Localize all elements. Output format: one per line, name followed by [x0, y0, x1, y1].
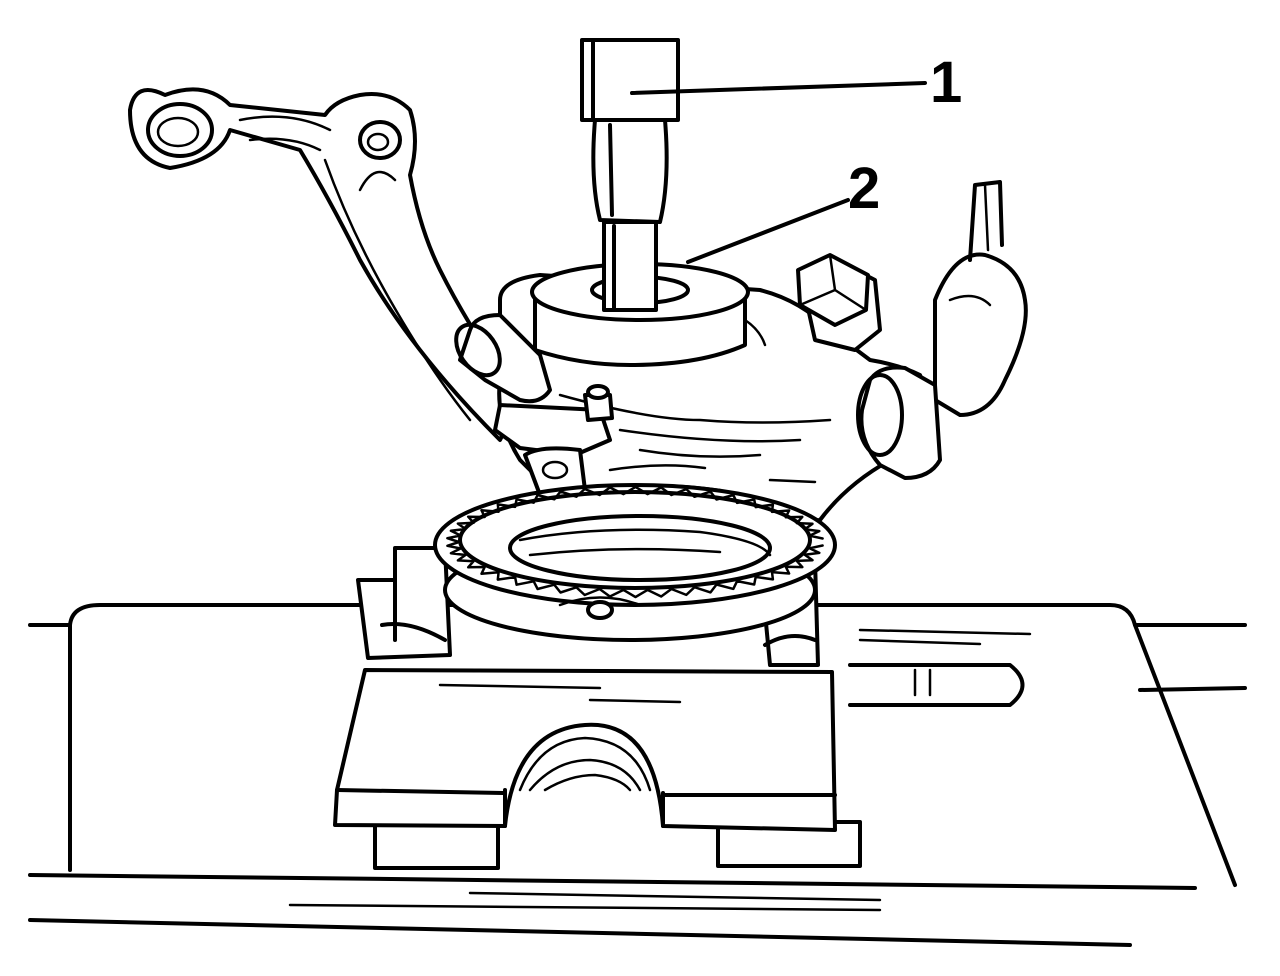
press-table [28, 603, 1247, 947]
abs-sensor-bracket [493, 384, 614, 499]
callout-1: 1 [630, 50, 962, 115]
tone-ring [433, 483, 837, 642]
callout-1-label: 1 [930, 50, 962, 115]
press-ram [580, 38, 680, 312]
callout-2: 2 [686, 156, 880, 264]
callout-2-label: 2 [848, 156, 880, 221]
